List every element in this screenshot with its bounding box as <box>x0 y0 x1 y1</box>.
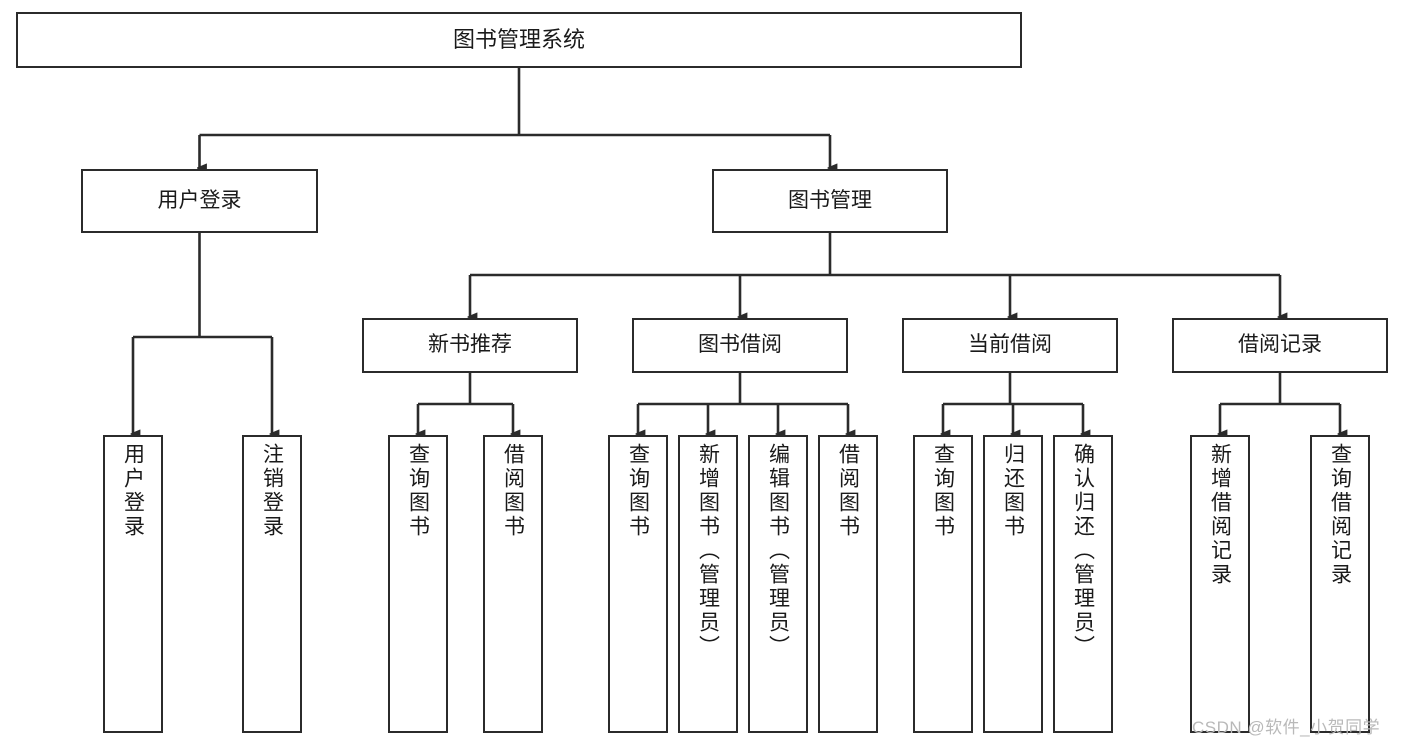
connector-lines <box>133 68 1340 434</box>
node-borrow[interactable]: 图书借阅 <box>632 318 848 373</box>
node-label: 注销登录 <box>260 443 284 539</box>
node-l11[interactable]: 确认归还（管理员） <box>1053 435 1113 733</box>
node-l12[interactable]: 新增借阅记录 <box>1190 435 1250 733</box>
node-label: 用户登录 <box>121 443 145 539</box>
node-label: 查询图书 <box>626 443 650 539</box>
node-label: 新增图书（管理员） <box>696 443 720 659</box>
node-records[interactable]: 借阅记录 <box>1172 318 1388 373</box>
node-label: 图书管理 <box>788 188 872 212</box>
node-label: 图书借阅 <box>698 333 782 357</box>
node-bookmgmt[interactable]: 图书管理 <box>712 169 948 233</box>
node-label: 查询借阅记录 <box>1328 443 1352 587</box>
node-label: 查询图书 <box>406 443 430 539</box>
node-l3[interactable]: 查询图书 <box>388 435 448 733</box>
node-label: 新增借阅记录 <box>1208 443 1232 587</box>
node-root[interactable]: 图书管理系统 <box>16 12 1022 68</box>
node-label: 借阅记录 <box>1238 333 1322 357</box>
node-label: 确认归还（管理员） <box>1071 443 1095 659</box>
node-l9[interactable]: 查询图书 <box>913 435 973 733</box>
node-label: 当前借阅 <box>968 333 1052 357</box>
node-label: 借阅图书 <box>836 443 860 539</box>
node-label: 借阅图书 <box>501 443 525 539</box>
node-l8[interactable]: 借阅图书 <box>818 435 878 733</box>
csdn-watermark: CSDN @软件_小贺同学 <box>1192 718 1381 737</box>
node-label: 归还图书 <box>1001 443 1025 539</box>
node-l2[interactable]: 注销登录 <box>242 435 302 733</box>
node-current[interactable]: 当前借阅 <box>902 318 1118 373</box>
node-l1[interactable]: 用户登录 <box>103 435 163 733</box>
node-newbook[interactable]: 新书推荐 <box>362 318 578 373</box>
node-l10[interactable]: 归还图书 <box>983 435 1043 733</box>
node-l5[interactable]: 查询图书 <box>608 435 668 733</box>
node-label: 编辑图书（管理员） <box>766 443 790 659</box>
node-l4[interactable]: 借阅图书 <box>483 435 543 733</box>
node-l6[interactable]: 新增图书（管理员） <box>678 435 738 733</box>
node-label: 用户登录 <box>157 188 242 212</box>
node-l7[interactable]: 编辑图书（管理员） <box>748 435 808 733</box>
node-label: 新书推荐 <box>428 333 512 357</box>
node-label: 图书管理系统 <box>452 27 585 53</box>
node-label: 查询图书 <box>931 443 955 539</box>
node-login[interactable]: 用户登录 <box>81 169 318 233</box>
node-l13[interactable]: 查询借阅记录 <box>1310 435 1370 733</box>
